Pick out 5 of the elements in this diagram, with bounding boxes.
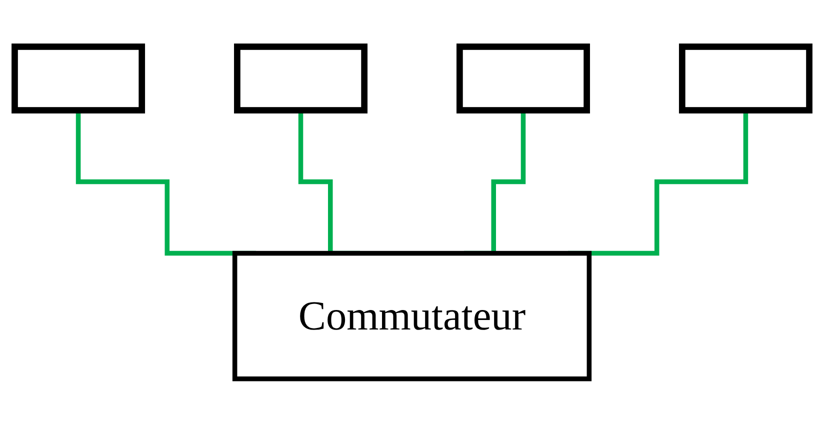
node-box: Commutateur — [232, 251, 592, 382]
node-box — [234, 44, 368, 114]
node-box — [678, 44, 812, 114]
node-box — [456, 44, 590, 114]
node-box — [12, 44, 146, 114]
